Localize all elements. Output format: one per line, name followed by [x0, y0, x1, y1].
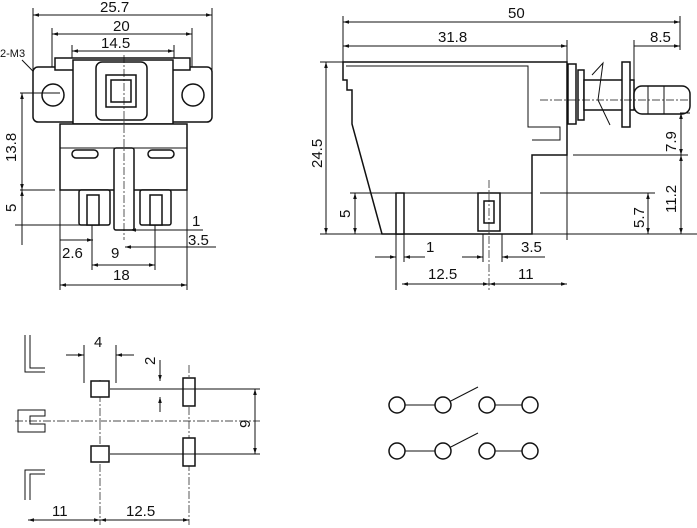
contact-terminal [521, 442, 539, 460]
dim-height-total: 24.5 [309, 139, 326, 168]
mount-hole-right [181, 83, 205, 107]
dim-width-holes: 20 [113, 18, 130, 35]
contact-terminal [434, 396, 452, 414]
dim-term-len: 5 [337, 210, 354, 218]
dim-term-left: 2.6 [62, 245, 83, 262]
dim-height-term: 5 [3, 204, 20, 212]
mount-hole-left [41, 83, 65, 107]
dim-pitch-b: 11 [518, 266, 534, 283]
dim-edge: 11 [52, 503, 68, 520]
dim-pad-spacing: 4 [94, 334, 102, 351]
contact-terminal [478, 442, 496, 460]
dim-term-len2: 5.7 [631, 207, 648, 228]
dim-pad-size: 2 [142, 357, 159, 365]
pad [182, 437, 196, 467]
dim-length-body: 31.8 [438, 29, 467, 46]
dim-col-pitch: 12.5 [126, 503, 155, 520]
pad [182, 377, 196, 407]
dim-width-housing: 14.5 [101, 35, 130, 52]
dim-term-off: 3.5 [188, 232, 209, 249]
dim-row-pitch: 9 [237, 420, 254, 428]
dim-length-total: 50 [508, 5, 525, 22]
side-view: 50 31.8 8.5 24.5 5 7.9 11.2 5.7 1 3.5 12… [309, 5, 697, 290]
dim-base-width: 18 [113, 267, 130, 284]
dim-axis-height: 11.2 [663, 185, 680, 213]
contact-terminal [434, 442, 452, 460]
pad [90, 380, 110, 398]
dim-plunger: 8.5 [650, 29, 671, 46]
contact-terminal [388, 396, 406, 414]
switch-body [342, 61, 568, 235]
switch-schematic [388, 386, 539, 460]
dim-height-hole: 13.8 [3, 133, 20, 162]
dim-width-total: 25.7 [100, 0, 129, 16]
contact-terminal [521, 396, 539, 414]
pad [90, 445, 110, 463]
dim-term-off-side: 3.5 [521, 239, 542, 256]
mount-label: 2-M3 [0, 48, 25, 60]
contact-terminal [478, 396, 496, 414]
dim-term-width: 1 [192, 213, 200, 230]
dim-pitch-a: 12.5 [428, 266, 457, 283]
pcb-footprint: 4 2 9 11 12.5 [15, 334, 260, 525]
contact-terminal [388, 442, 406, 460]
dim-term-pitch: 9 [111, 245, 119, 262]
front-view: 25.7 20 14.5 2-M3 13.8 5 1 3.5 2.6 9 18 [0, 0, 216, 290]
dim-term-w: 1 [426, 239, 434, 256]
dim-plunger-height: 7.9 [663, 131, 680, 152]
